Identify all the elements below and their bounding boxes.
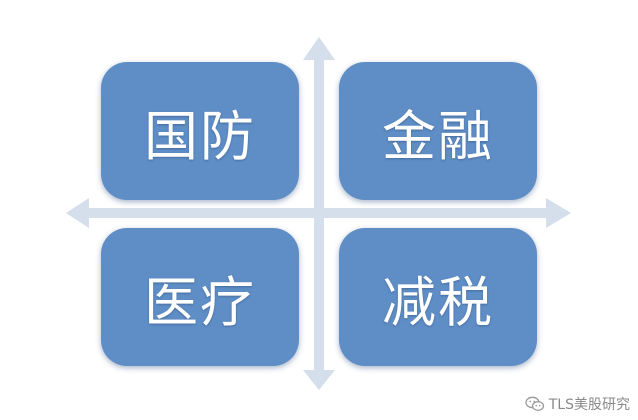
quadrant-label-finance: 金融 <box>382 104 494 168</box>
horizontal-axis <box>86 208 548 218</box>
wechat-icon <box>525 396 545 412</box>
left-arrow-head <box>66 198 89 228</box>
quadrant-bottom-right: 减税 <box>339 228 537 366</box>
watermark: TLS美股研究 <box>525 394 630 414</box>
watermark-text: TLS美股研究 <box>548 397 630 413</box>
right-arrow-head <box>546 198 571 228</box>
down-arrow-head <box>303 370 335 390</box>
quadrant-label-tax-cut: 减税 <box>382 270 494 334</box>
up-arrow-head <box>303 37 335 60</box>
quadrant-label-defense: 国防 <box>144 104 256 168</box>
quadrant-label-healthcare: 医疗 <box>144 270 256 334</box>
quadrant-bottom-left: 医疗 <box>101 228 299 366</box>
quadrant-top-left: 国防 <box>101 62 299 200</box>
quadrant-top-right: 金融 <box>339 62 537 200</box>
